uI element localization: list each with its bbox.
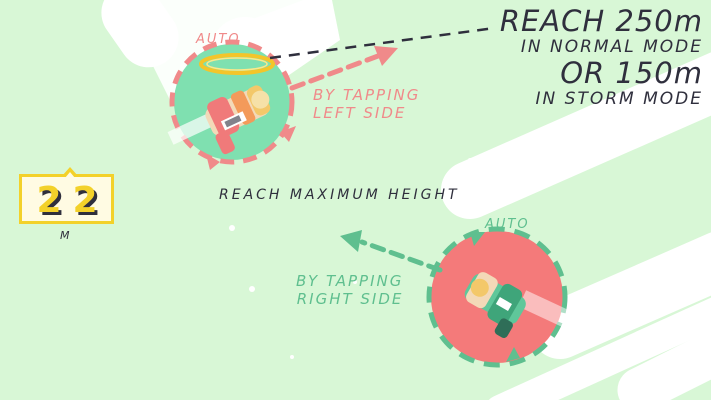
headline-line-1: REACH 250m	[499, 4, 703, 38]
headline-line-2: IN NORMAL MODE	[520, 37, 703, 57]
left-auto-label: AUTO	[196, 32, 241, 47]
jetpack-character-right-icon	[464, 272, 526, 339]
height-digit-2: 2	[72, 180, 98, 221]
goal-headline: REACH 250m IN NORMAL MODE OR 150m IN STO…	[500, 6, 703, 110]
right-ring-arrow-bottom	[506, 347, 520, 362]
jetpack-character-icon	[205, 85, 271, 155]
halo-icon	[199, 53, 275, 75]
left-tap-line-1: BY TAPPING	[313, 86, 421, 104]
left-ring-arrow-right	[280, 126, 296, 142]
left-tap-line-2: LEFT SIDE	[313, 104, 407, 122]
right-ring-arrow-top	[470, 232, 485, 246]
headline-line-3: OR 150m	[560, 56, 703, 90]
headline-line-4: IN STORM MODE	[535, 89, 703, 109]
height-digit-1: 2	[36, 180, 62, 221]
height-unit: M	[60, 229, 70, 242]
right-tap-instruction: BY TAPPING RIGHT SIDE	[296, 272, 403, 308]
right-auto-label: AUTO	[485, 217, 530, 232]
right-tap-line-2: RIGHT SIDE	[296, 290, 404, 308]
right-tap-line-1: BY TAPPING	[296, 272, 404, 290]
height-counter: 2 2	[19, 167, 114, 224]
left-ring-arrow-bottom	[206, 154, 220, 170]
right-circle-dashed-ring	[426, 226, 568, 368]
left-circle-dashed-ring	[169, 39, 295, 165]
center-instruction: REACH MAXIMUM HEIGHT	[219, 187, 460, 203]
left-tap-instruction: BY TAPPING LEFT SIDE	[313, 86, 420, 122]
counter-notch	[62, 167, 78, 176]
